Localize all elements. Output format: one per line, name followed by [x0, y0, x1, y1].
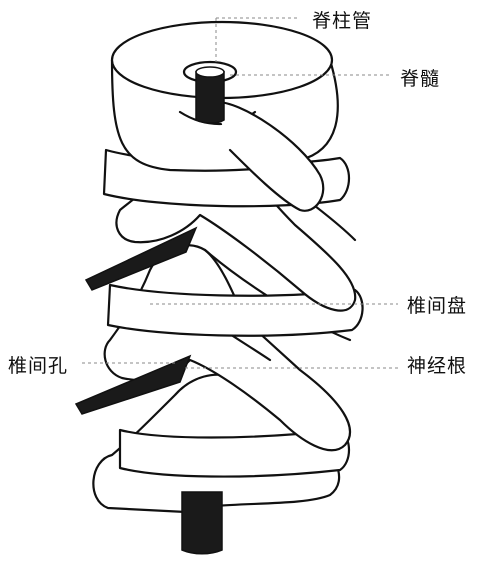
intervertebral-foramen-label: 椎间孔: [8, 357, 68, 376]
spinal-canal-label: 脊柱管: [312, 12, 372, 31]
intervertebral-disc-label: 椎间盘: [407, 297, 467, 316]
spinal-cord-label: 脊髓: [400, 70, 440, 89]
nerve-root-label: 神经根: [407, 357, 467, 376]
